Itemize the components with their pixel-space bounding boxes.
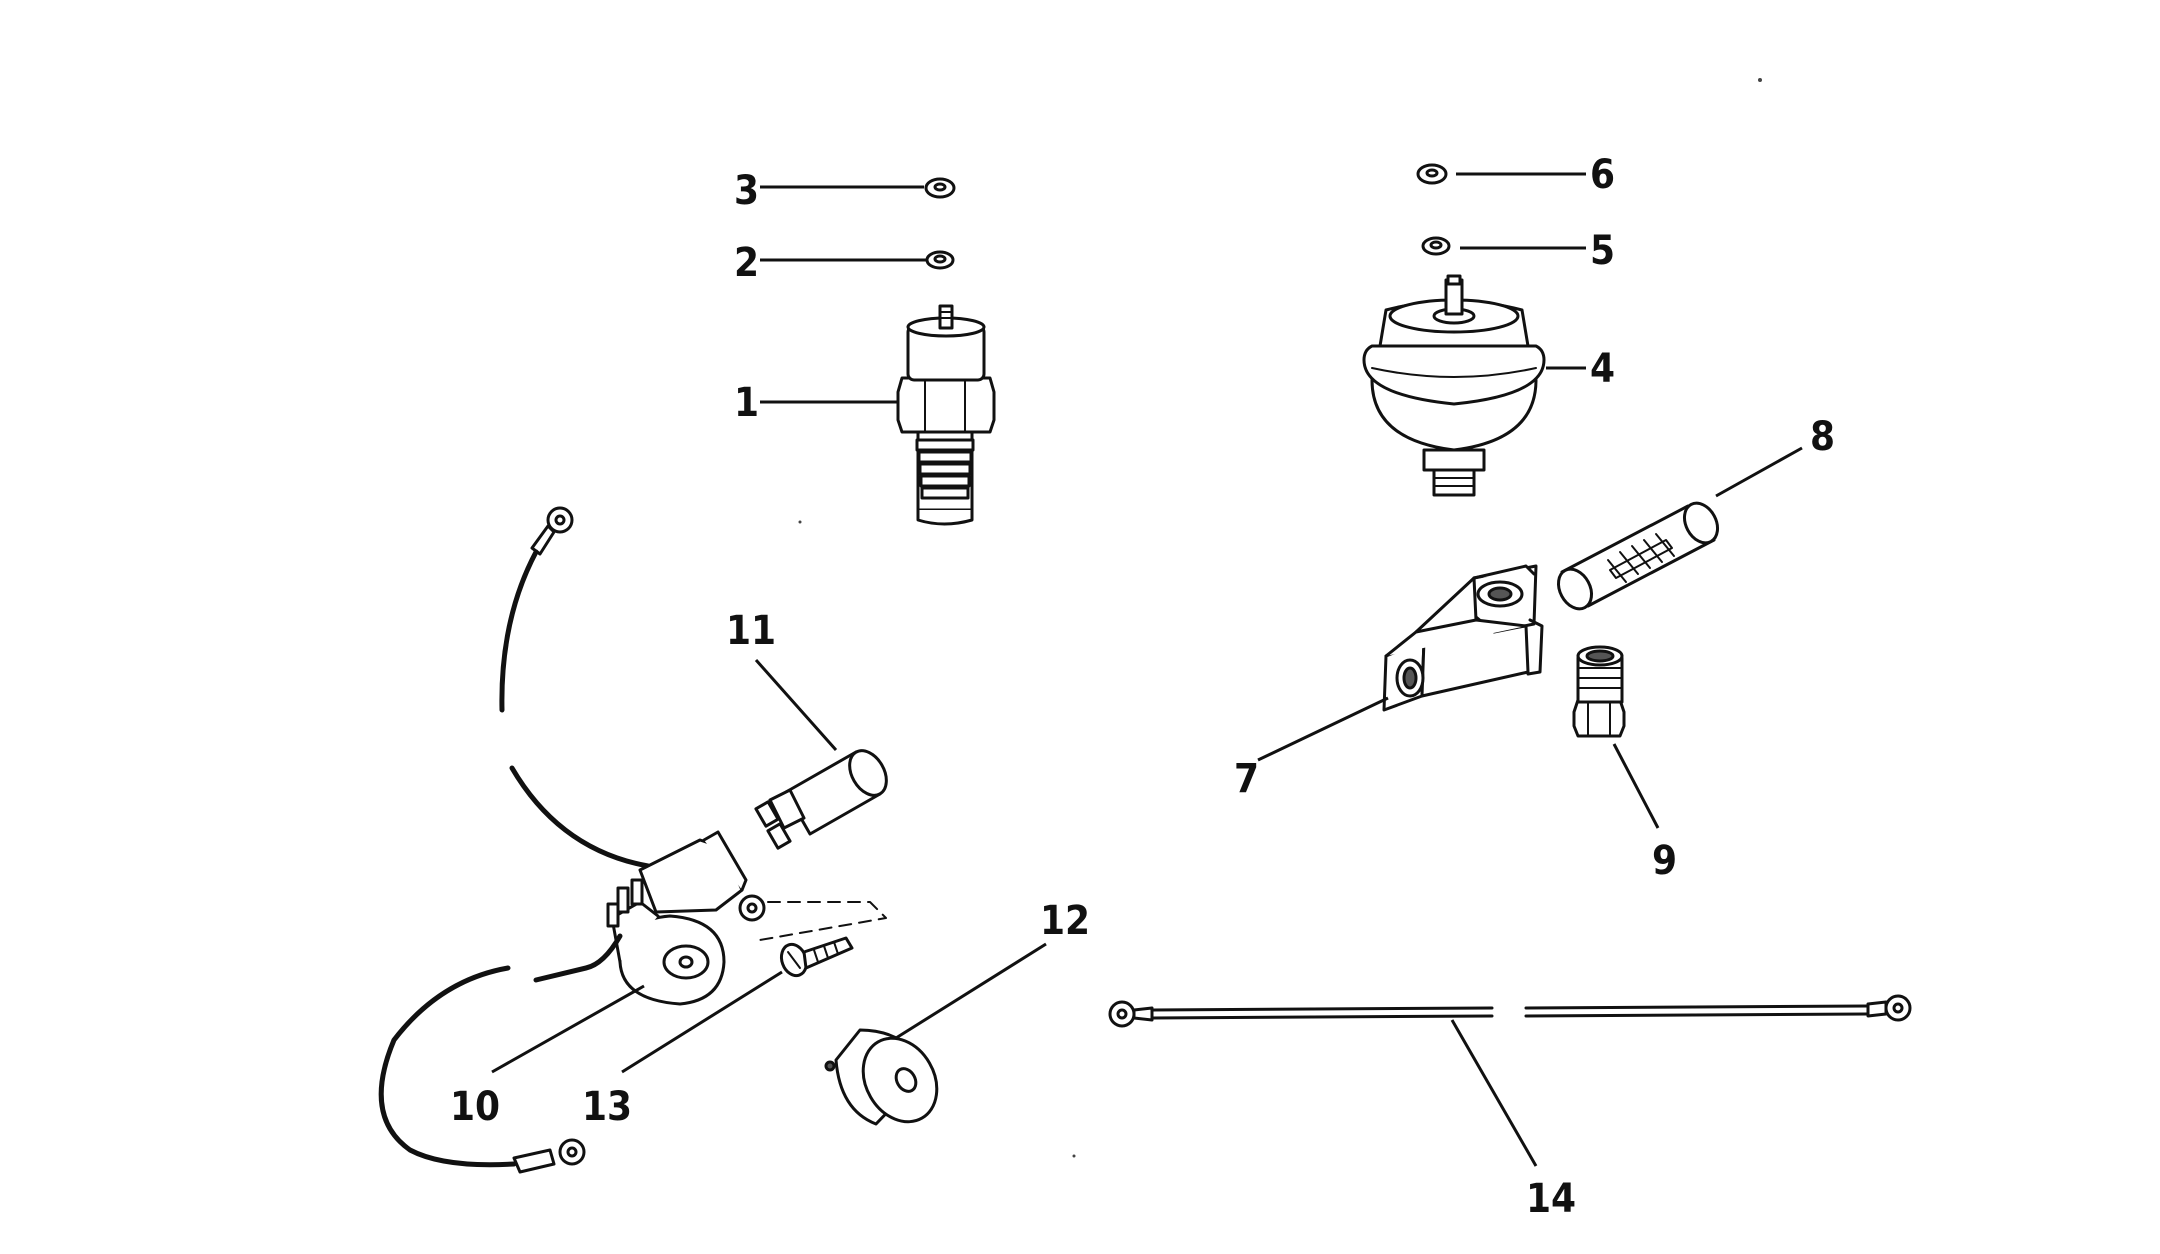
callout-6: 6 xyxy=(1590,152,1615,198)
callout-7: 7 xyxy=(1234,756,1259,802)
leader-11 xyxy=(754,659,838,751)
callout-12: 12 xyxy=(1040,898,1090,944)
callout-13: 13 xyxy=(582,1084,632,1130)
callout-8: 8 xyxy=(1810,414,1835,460)
part-5-lock-washer xyxy=(1421,236,1451,256)
part-9-adapter-fitting xyxy=(1572,645,1626,738)
part-2-lock-washer xyxy=(925,250,955,270)
leader-12 xyxy=(895,942,1047,1040)
part-1-temperature-sender xyxy=(896,304,996,526)
callout-11: 11 xyxy=(726,608,776,654)
leader-14 xyxy=(1450,1019,1538,1167)
callout-10: 10 xyxy=(450,1084,500,1130)
part-11-connector-plug xyxy=(754,749,888,850)
callout-4: 4 xyxy=(1590,346,1615,392)
callout-3: 3 xyxy=(734,168,759,214)
callout-9: 9 xyxy=(1652,838,1677,884)
part-4-oil-pressure-sender xyxy=(1362,274,1546,497)
part-12-test-button xyxy=(824,1028,939,1126)
part-14-ground-wire xyxy=(1108,994,1912,1028)
part-10-warning-buzzer xyxy=(378,506,887,1174)
leader-8 xyxy=(1715,446,1803,498)
scan-speck xyxy=(798,520,802,524)
scan-speck xyxy=(1758,78,1762,82)
callout-2: 2 xyxy=(734,240,759,286)
leader-7 xyxy=(1257,696,1389,762)
leader-13 xyxy=(621,970,783,1074)
part-13-mounting-screw xyxy=(779,936,854,978)
callout-14: 14 xyxy=(1526,1176,1576,1222)
part-6-nut xyxy=(1416,163,1448,185)
leader-9 xyxy=(1612,743,1660,829)
callout-5: 5 xyxy=(1590,228,1615,274)
scan-speck xyxy=(1072,1154,1076,1158)
leader-10 xyxy=(491,984,645,1074)
callout-1: 1 xyxy=(734,380,759,426)
part-7-tee-fitting xyxy=(1382,564,1544,712)
part-8-pipe-nipple xyxy=(1556,501,1720,611)
part-3-nut xyxy=(924,177,956,199)
